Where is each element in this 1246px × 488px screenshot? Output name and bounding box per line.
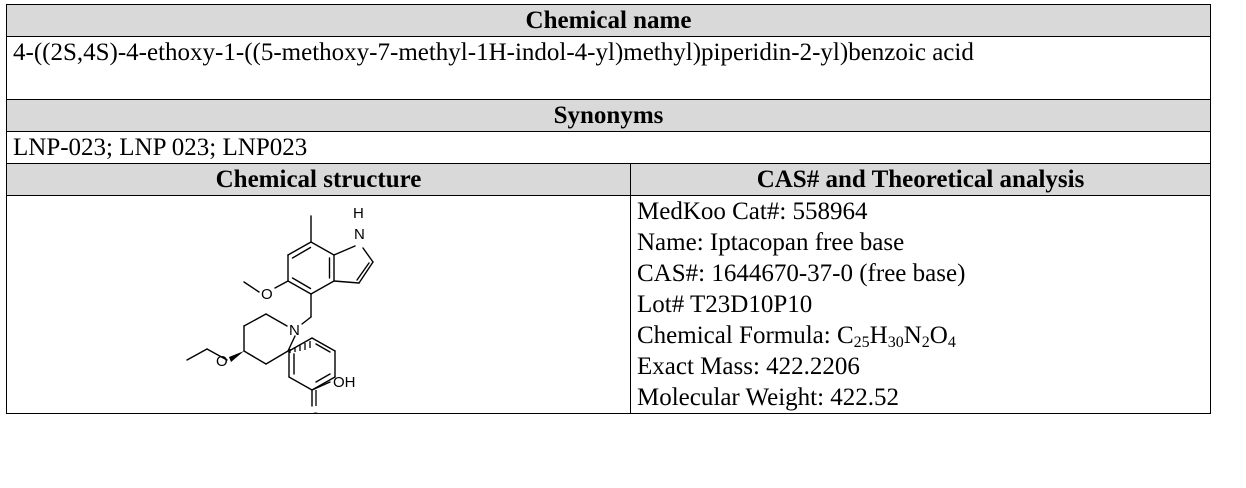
analysis-cell: MedKoo Cat#: 558964 Name: Iptacopan free… bbox=[629, 195, 1212, 414]
cas-number: CAS#: 1644670-37-0 (free base) bbox=[637, 260, 966, 287]
chemical-structure-header: Chemical structure bbox=[6, 163, 631, 196]
formula-o-count: 4 bbox=[947, 334, 956, 351]
compound-spec-table: Chemical name 4-((2S,4S)-4-ethoxy-1-((5-… bbox=[5, 4, 1212, 414]
chemical-name-header: Chemical name bbox=[5, 4, 1212, 37]
lot-number: Lot# T23D10P10 bbox=[637, 291, 813, 318]
synonyms-row: LNP-023; LNP 023; LNP023 bbox=[5, 131, 1212, 164]
atom-label-n-indole: N bbox=[354, 226, 365, 243]
atom-label-o-carbonyl: O bbox=[310, 409, 321, 413]
section-header-row: Chemical structure CAS# and Theoretical … bbox=[6, 163, 1212, 196]
formula-h-count: 30 bbox=[887, 334, 904, 351]
formula-n-count: 2 bbox=[921, 334, 930, 351]
chemical-name-header-row: Chemical name bbox=[5, 4, 1212, 37]
compound-name: Name: Iptacopan free base bbox=[637, 229, 905, 256]
formula-h: H bbox=[869, 322, 888, 349]
atom-label-o-ethoxy: O bbox=[216, 353, 228, 370]
formula-c-count: 25 bbox=[853, 334, 870, 351]
atom-label-h: H bbox=[353, 205, 364, 222]
formula-label: Chemical Formula: bbox=[637, 322, 837, 349]
exact-mass: Exact Mass: 422.2206 bbox=[637, 353, 860, 380]
atom-label-oh: OH bbox=[333, 374, 356, 391]
chemical-formula: Chemical Formula: C25H30N2O4 bbox=[637, 320, 1204, 351]
formula-o: O bbox=[929, 322, 948, 349]
chemical-structure-drawing: H N N O O OH O bbox=[186, 205, 374, 413]
formula-n: N bbox=[903, 322, 922, 349]
synonyms-value: LNP-023; LNP 023; LNP023 bbox=[5, 131, 1212, 164]
atom-label-n-piperidine: N bbox=[289, 322, 300, 339]
chemical-structure-cell: H N N O O OH O bbox=[6, 195, 631, 414]
formula-c: C bbox=[836, 322, 854, 349]
content-row: H N N O O OH O MedKoo Cat#: 558964 Name:… bbox=[6, 195, 1212, 414]
synonyms-header: Synonyms bbox=[5, 99, 1212, 132]
chemical-name-row: 4-((2S,4S)-4-ethoxy-1-((5-methoxy-7-meth… bbox=[5, 36, 1212, 100]
medkoo-cat: MedKoo Cat#: 558964 bbox=[637, 198, 868, 225]
analysis-header: CAS# and Theoretical analysis bbox=[629, 163, 1212, 196]
synonyms-header-row: Synonyms bbox=[5, 99, 1212, 132]
atom-label-o-methoxy: O bbox=[261, 286, 273, 303]
chemical-name-value: 4-((2S,4S)-4-ethoxy-1-((5-methoxy-7-meth… bbox=[5, 36, 1212, 100]
molecular-weight: Molecular Weight: 422.52 bbox=[637, 384, 900, 411]
